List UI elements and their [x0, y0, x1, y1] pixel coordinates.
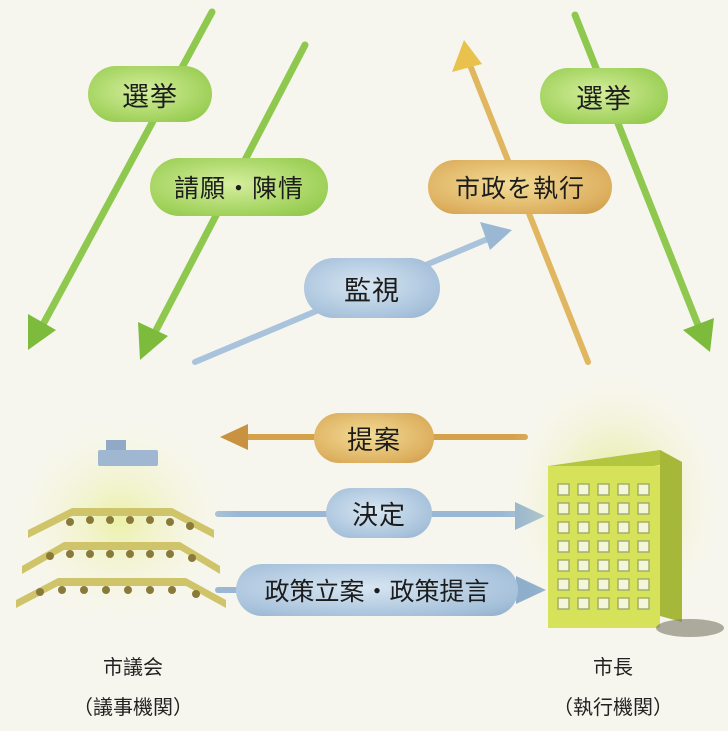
building-window	[597, 521, 610, 534]
policy-label: 政策立案・政策提言	[236, 564, 518, 616]
mayor-name: 市長	[593, 655, 633, 679]
building-window	[577, 483, 590, 496]
building-window	[557, 502, 570, 515]
building-window	[557, 597, 570, 610]
building-window	[637, 483, 650, 496]
monitor-label: 監視	[304, 258, 440, 318]
building-window	[637, 559, 650, 572]
building-window	[637, 540, 650, 553]
proposal-label: 提案	[314, 413, 434, 463]
building-window	[617, 502, 630, 515]
mayor-building-illustration	[500, 365, 728, 637]
building-window	[617, 578, 630, 591]
building-window	[637, 597, 650, 610]
building-window	[597, 483, 610, 496]
building-window	[637, 578, 650, 591]
building-window	[577, 597, 590, 610]
council-role: （議事機関）	[73, 695, 193, 719]
building-window	[597, 578, 610, 591]
building-window	[557, 559, 570, 572]
building-window	[597, 540, 610, 553]
building-window	[577, 578, 590, 591]
building-window	[557, 483, 570, 496]
building-window	[577, 521, 590, 534]
building-window	[557, 578, 570, 591]
decision-label: 決定	[326, 488, 432, 538]
building-window	[637, 521, 650, 534]
building-window	[597, 597, 610, 610]
election-right-label: 選挙	[540, 68, 668, 124]
building-window	[637, 502, 650, 515]
building-window	[617, 559, 630, 572]
building-window	[617, 540, 630, 553]
building-window	[617, 483, 630, 496]
election-left-label: 選挙	[88, 66, 212, 122]
mayor-role: （執行機関）	[553, 695, 673, 719]
building-window	[557, 540, 570, 553]
council-chamber-illustration	[2, 410, 238, 630]
building-window	[617, 597, 630, 610]
building-window	[577, 502, 590, 515]
mayor-caption: 市長 （執行機関）	[528, 652, 698, 722]
execute-label: 市政を執行	[428, 160, 612, 214]
building-window	[557, 521, 570, 534]
council-name: 市議会	[103, 655, 163, 679]
building-window	[617, 521, 630, 534]
council-caption: 市議会 （議事機関）	[48, 652, 218, 722]
building-window	[597, 559, 610, 572]
building-window	[597, 502, 610, 515]
green-arrow-left-1	[28, 8, 216, 350]
green-arrow-right	[571, 11, 714, 352]
petition-label: 請願・陳情	[150, 158, 328, 216]
building-window	[577, 540, 590, 553]
building-window	[577, 559, 590, 572]
